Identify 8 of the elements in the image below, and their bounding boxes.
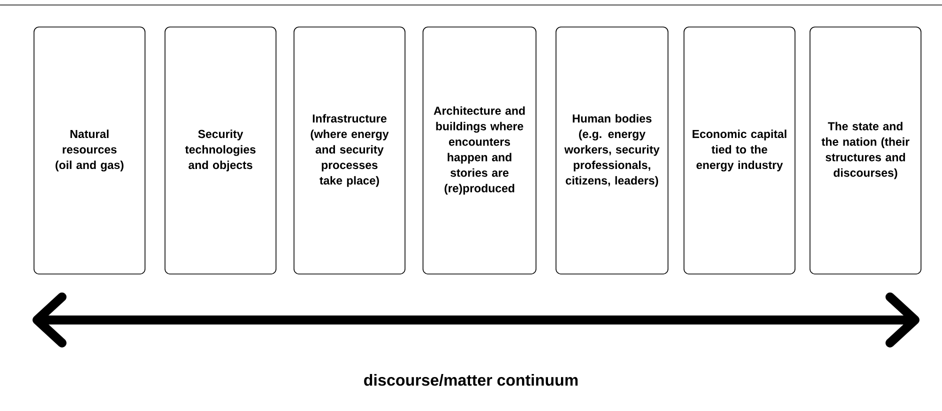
category-box: Economic capital tied to the energy industry <box>684 26 796 274</box>
category-box: Infrastructure (where energy and security processes take place) <box>294 26 406 274</box>
category-box: Human bodies (e.g. energy workers, security professionals, citizens, leaders) <box>556 26 668 274</box>
category-box: Natural resources (oil and gas) <box>34 26 146 274</box>
category-box: Architecture and buildings where encounters happen and stories are (re)produced <box>422 26 536 274</box>
category-box: The state and the nation (their structures and discourses) <box>810 26 922 274</box>
category-box: Security technologies and objects <box>164 26 276 274</box>
axis-label: discourse/matter continuum <box>364 374 578 386</box>
